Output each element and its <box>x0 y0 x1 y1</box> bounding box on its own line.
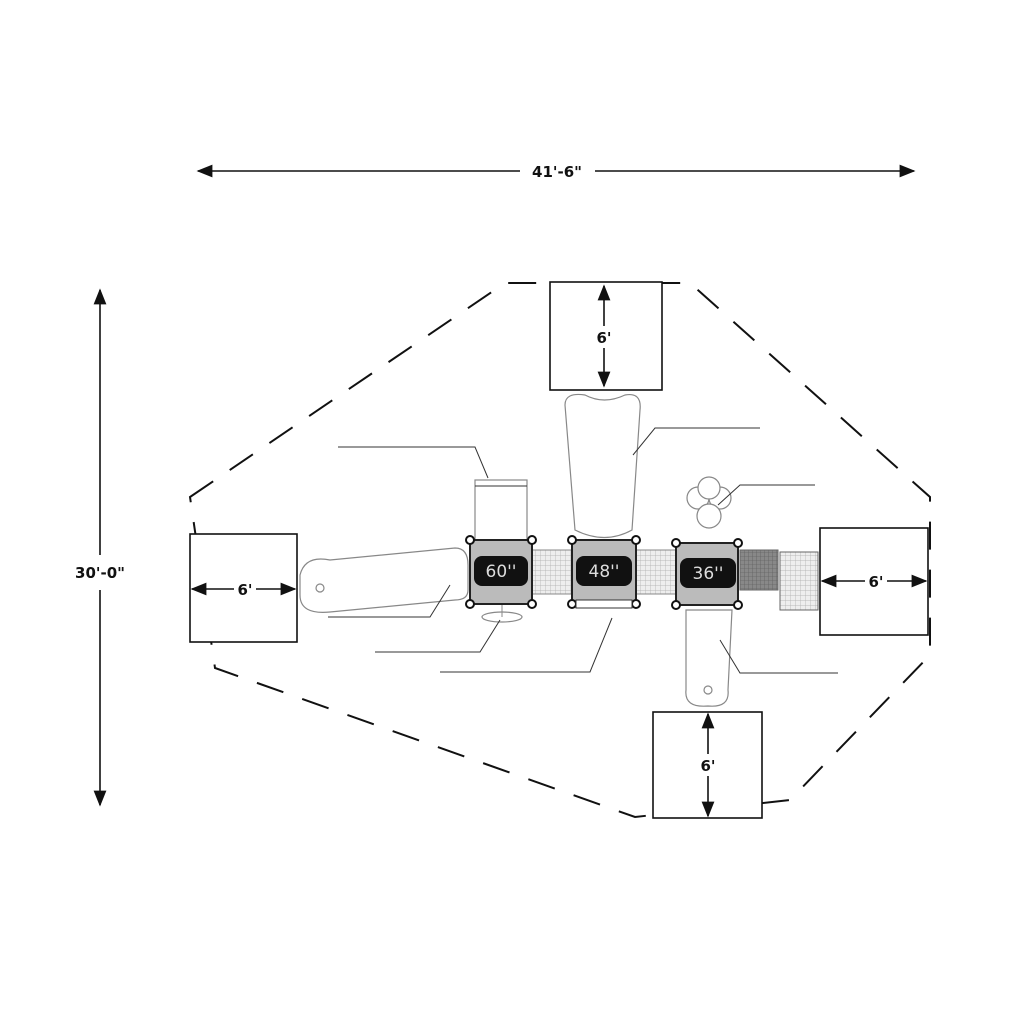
bridge-right <box>739 549 779 591</box>
overall-depth-label: 30'-0" <box>75 564 125 582</box>
overall-width-label: 41'-6" <box>532 163 582 181</box>
spinner-seat <box>481 604 523 623</box>
clover-climber <box>686 476 732 529</box>
overall-depth-dimension: 30'-0" <box>75 288 125 807</box>
use-zone-left-label: 6' <box>237 581 252 599</box>
use-zone-left: 6' <box>189 533 298 643</box>
use-zone-right-label: 6' <box>868 573 883 591</box>
use-zone-top-label: 6' <box>596 329 611 347</box>
deck-60-label: 60'' <box>486 562 517 582</box>
deck-48-label: 48'' <box>589 562 620 582</box>
left-slide <box>299 547 469 613</box>
deck-36-label: 36'' <box>693 564 724 584</box>
bridge-left <box>531 549 573 595</box>
climber-panel <box>474 479 528 541</box>
deck-60: 60'' <box>465 535 537 609</box>
bottom-slide <box>685 609 733 707</box>
bridge-middle <box>635 549 677 595</box>
use-zone-bottom: 6' <box>652 711 763 819</box>
overall-width-dimension: 41'-6" <box>196 163 916 181</box>
deck-36: 36'' <box>671 538 743 610</box>
use-zone-bottom-label: 6' <box>700 757 715 775</box>
step-platform <box>779 551 819 611</box>
use-zone-top: 6' <box>549 281 663 391</box>
use-zone-right: 6' <box>819 527 929 636</box>
top-slide <box>564 393 641 539</box>
deck-48: 48'' <box>567 535 641 609</box>
leader-lines <box>328 427 838 674</box>
